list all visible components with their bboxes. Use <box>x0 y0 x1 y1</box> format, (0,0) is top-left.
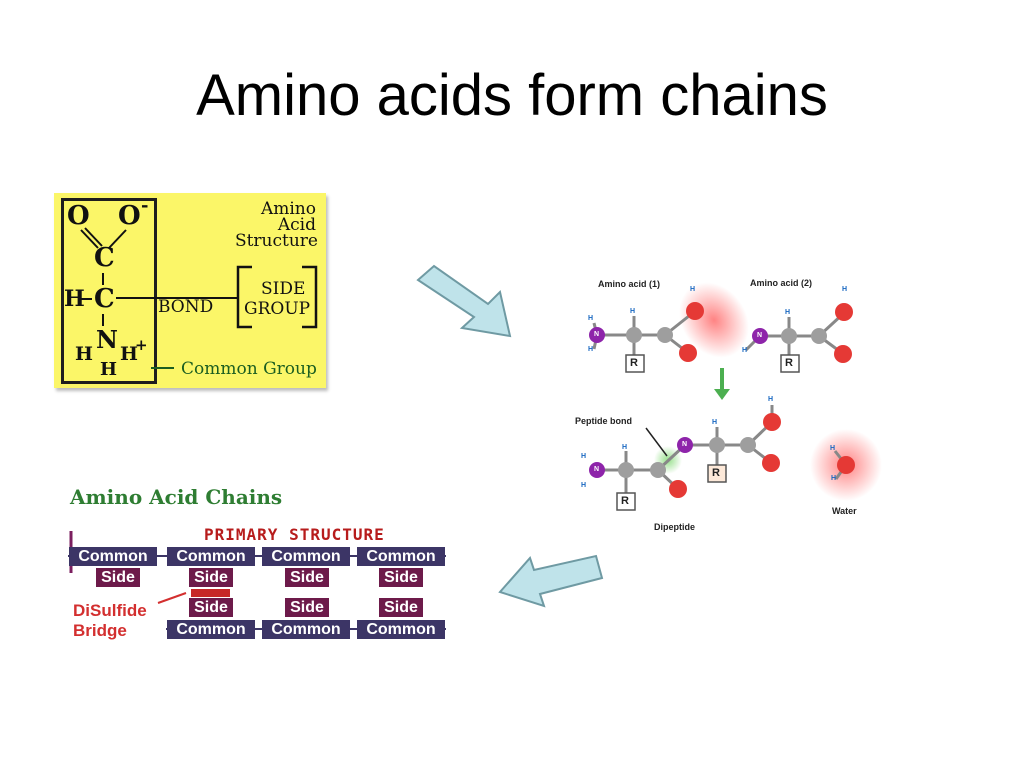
common-group-label: Common Group <box>181 359 317 379</box>
hydrogen-label: H <box>785 309 791 316</box>
structure-title-line1: Amino <box>260 199 316 219</box>
atom-hydrogen-n-bottom: H <box>100 359 118 380</box>
side-group-line1: SIDE <box>261 279 306 299</box>
hydrogen-label: H <box>588 315 594 322</box>
side-unit: Side <box>285 568 329 587</box>
nitrogen-label: N <box>757 332 763 339</box>
atom-nitrogen: N <box>96 325 118 354</box>
hydrogen-label: H <box>768 396 774 403</box>
nitrogen-charge: + <box>135 336 148 354</box>
r-group-label: R <box>785 357 793 369</box>
common-group-frame <box>61 198 157 384</box>
slide-title: Amino acids form chains <box>196 63 828 128</box>
side-group-line2: GROUP <box>244 299 311 319</box>
common-unit: Common <box>357 620 445 639</box>
structure-title-line3: Structure <box>234 231 318 251</box>
hydrogen-label: H <box>712 419 718 426</box>
common-unit: Common <box>262 547 350 566</box>
structure-title-line2: Acid <box>277 215 316 235</box>
nitrogen-label: N <box>682 441 688 448</box>
dipeptide-label: Dipeptide <box>654 522 696 532</box>
structure-bonds <box>80 227 318 369</box>
side-unit: Side <box>379 598 423 617</box>
side-unit: Side <box>96 568 140 587</box>
side-unit: Side <box>285 598 329 617</box>
atom-hydrogen-n-left: H <box>75 343 93 365</box>
dipeptide-molecules <box>589 282 882 511</box>
side-unit: Side <box>189 568 233 587</box>
hydrogen-label: H <box>581 453 587 460</box>
right-down-arrow <box>416 264 512 338</box>
amino-acid-chains-figure: Amino Acid Chains PRIMARY STRUCTURE Comm… <box>66 485 451 645</box>
disulfide-bridge-label: DiSulfide Bridge <box>73 601 147 641</box>
disulfide-line1: DiSulfide <box>73 601 147 620</box>
hydrogen-label: H <box>831 475 837 482</box>
side-unit: Side <box>189 598 233 617</box>
r-group-label: R <box>630 357 638 369</box>
common-unit: Common <box>167 547 255 566</box>
hydrogen-label: H <box>830 445 836 452</box>
atom-carbon-2: C <box>94 284 115 314</box>
dipeptide-diagram: Amino acid (1) Amino acid (2) Peptide bo… <box>564 265 894 535</box>
primary-structure-label: PRIMARY STRUCTURE <box>204 525 385 544</box>
water-label: Water <box>832 506 857 516</box>
chains-heading: Amino Acid Chains <box>70 485 283 509</box>
amino-acid-1-label: Amino acid (1) <box>598 279 661 289</box>
atom-hydrogen-n-right: H <box>120 343 138 365</box>
hydrogen-label: H <box>622 444 628 451</box>
hydrogen-label: H <box>581 482 587 489</box>
disulfide-line2: Bridge <box>73 621 127 640</box>
oxygen-charge: - <box>141 195 149 216</box>
peptide-bond-label: Peptide bond <box>575 416 632 426</box>
common-unit: Common <box>167 620 255 639</box>
hydrogen-label: H <box>742 347 748 354</box>
side-unit: Side <box>379 568 423 587</box>
common-unit: Common <box>69 547 157 566</box>
amino-acid-2-label: Amino acid (2) <box>750 278 813 288</box>
amino-acid-structure-figure: O O - C H C N H H + H Amino Acid Structu… <box>54 193 326 388</box>
common-unit: Common <box>262 620 350 639</box>
nitrogen-label: N <box>594 331 600 338</box>
nitrogen-label: N <box>594 466 600 473</box>
hydrogen-label: H <box>630 308 636 315</box>
common-unit: Common <box>357 547 445 566</box>
hydrogen-label: H <box>588 346 594 353</box>
hydrogen-label: H <box>842 286 848 293</box>
atom-oxygen-2: O <box>118 201 141 231</box>
r-group-label: R <box>712 467 720 479</box>
hydrogen-label: H <box>690 286 696 293</box>
left-down-arrow <box>498 554 604 608</box>
atom-oxygen-1: O <box>67 201 90 231</box>
atom-carbon-1: C <box>94 243 115 273</box>
bond-label: BOND <box>158 297 214 317</box>
r-group-label: R <box>621 495 629 507</box>
atom-hydrogen-left: H <box>64 286 85 312</box>
